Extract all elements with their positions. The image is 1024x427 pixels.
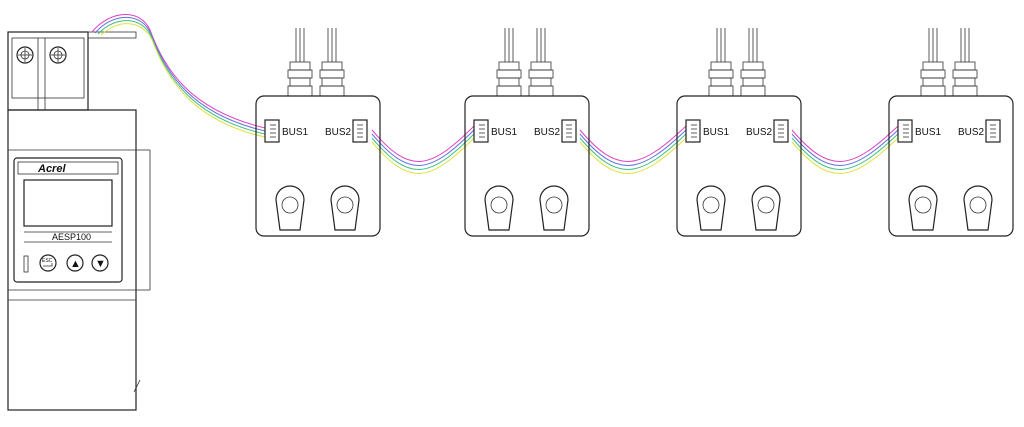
sensor-module-2: BUS1 BUS2 bbox=[464, 28, 590, 237]
lcd-display bbox=[23, 179, 113, 227]
ct-sensor-icon bbox=[484, 185, 514, 231]
bus-cable-3-4 bbox=[791, 125, 899, 174]
terminal-screw-icon bbox=[16, 46, 34, 64]
terminal-screw-icon bbox=[49, 46, 67, 64]
module-housing bbox=[255, 95, 381, 237]
bus2-label: BUS2 bbox=[534, 127, 561, 138]
meter-bus-cable bbox=[91, 14, 266, 138]
bus1-label: BUS1 bbox=[491, 127, 518, 138]
cable-gland-icon bbox=[920, 28, 946, 97]
cable-gland-icon bbox=[287, 28, 313, 97]
module-housing bbox=[888, 95, 1014, 237]
bus1-label: BUS1 bbox=[282, 127, 309, 138]
bus-cable-1-2 bbox=[371, 125, 475, 174]
sensor-module-1: BUS1 BUS2 bbox=[255, 28, 381, 237]
bus2-port[interactable] bbox=[352, 119, 368, 143]
meter-faceplate bbox=[13, 157, 123, 283]
bus2-label: BUS2 bbox=[325, 127, 352, 138]
bus1-port[interactable] bbox=[264, 119, 280, 143]
bus1-port[interactable] bbox=[685, 119, 701, 143]
meter-body bbox=[7, 109, 137, 411]
sensor-module-4: BUS1 BUS2 bbox=[888, 28, 1014, 237]
bus1-label: BUS1 bbox=[703, 127, 730, 138]
bus2-port[interactable] bbox=[561, 119, 577, 143]
cable-gland-icon bbox=[496, 28, 522, 97]
ct-sensor-icon bbox=[751, 185, 781, 231]
bus1-label: BUS1 bbox=[915, 127, 942, 138]
bus1-port[interactable] bbox=[897, 119, 913, 143]
ct-sensor-icon bbox=[908, 185, 938, 231]
ct-sensor-icon bbox=[696, 185, 726, 231]
module-housing bbox=[464, 95, 590, 237]
ct-sensor-icon bbox=[963, 185, 993, 231]
meter-device: Acrel AESP100 ESC ▲ ▼ bbox=[7, 31, 151, 411]
esc-enter-button[interactable]: ESC bbox=[39, 254, 57, 272]
ct-sensor-icon bbox=[330, 185, 360, 231]
indicator-led bbox=[23, 255, 29, 273]
cable-gland-icon bbox=[708, 28, 734, 97]
bus2-label: BUS2 bbox=[746, 127, 773, 138]
bus-cable-2-3 bbox=[579, 125, 687, 174]
bus2-port[interactable] bbox=[985, 119, 1001, 143]
svg-text:▼: ▼ bbox=[95, 258, 106, 270]
svg-text:ESC: ESC bbox=[42, 258, 53, 264]
module-housing bbox=[676, 95, 802, 237]
model-label: AESP100 bbox=[52, 232, 91, 242]
cable-gland-icon bbox=[528, 28, 554, 97]
cable-gland-icon bbox=[952, 28, 978, 97]
ct-sensor-icon bbox=[539, 185, 569, 231]
brand-logo: Acrel bbox=[37, 163, 66, 175]
svg-text:▲: ▲ bbox=[70, 258, 81, 270]
sensor-module-3: BUS1 BUS2 bbox=[676, 28, 802, 237]
cable-gland-icon bbox=[319, 28, 345, 97]
down-button[interactable]: ▼ bbox=[91, 254, 109, 272]
bus1-port[interactable] bbox=[473, 119, 489, 143]
bus2-port[interactable] bbox=[773, 119, 789, 143]
ct-sensor-icon bbox=[275, 185, 305, 231]
cable-gland-icon bbox=[740, 28, 766, 97]
bus2-label: BUS2 bbox=[958, 127, 985, 138]
up-button[interactable]: ▲ bbox=[66, 254, 84, 272]
